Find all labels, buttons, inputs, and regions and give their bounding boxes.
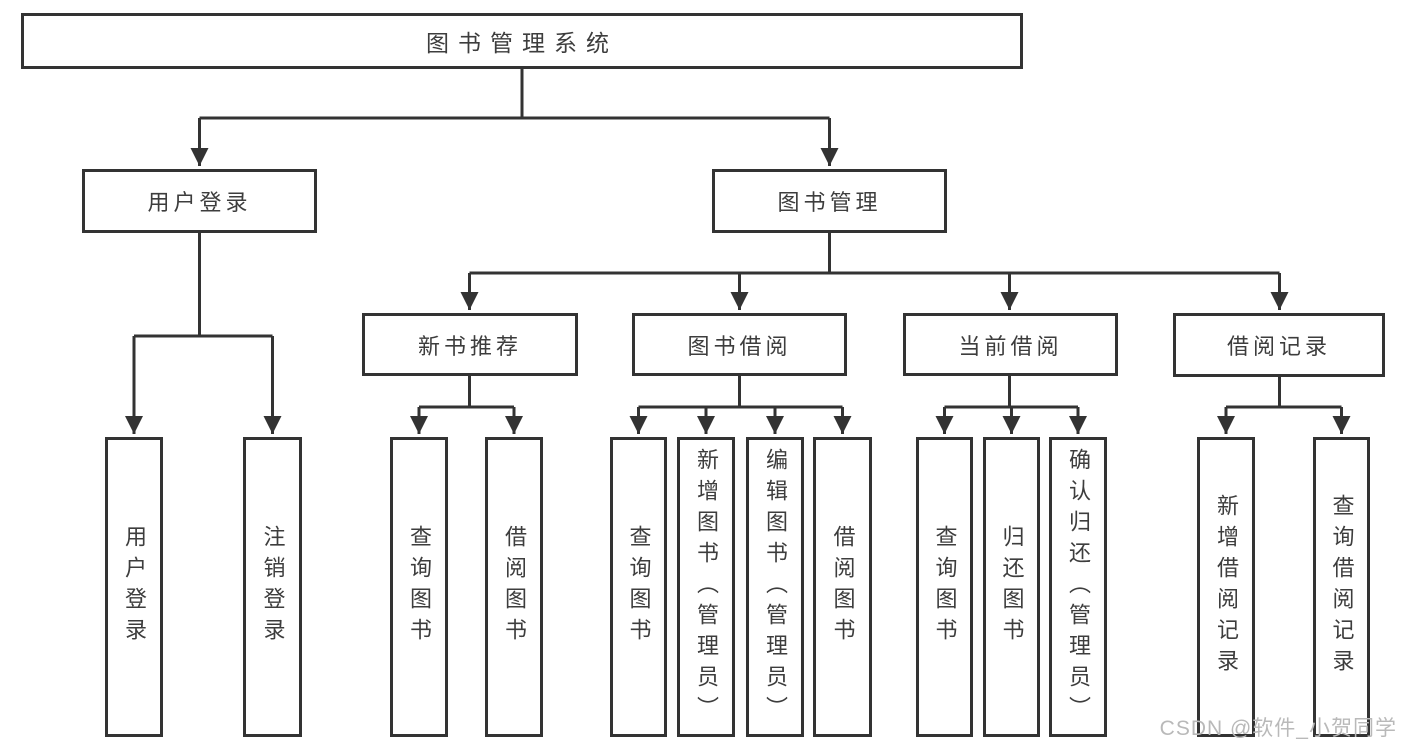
leaf-borrow-books-recommend: 借阅图书 <box>485 437 543 737</box>
connector-book-borrow-group <box>629 376 852 434</box>
leaf-add-books-admin: 新增图书（管理员） <box>677 437 735 737</box>
connector-borrow-records-group <box>1217 376 1351 434</box>
leaf-edit-books-admin: 编辑图书（管理员） <box>746 437 804 737</box>
connector-user-login-branch <box>125 233 282 434</box>
leaf-borrow-books: 借阅图书 <box>813 437 872 737</box>
leaf-add-borrow-record: 新增借阅记录 <box>1197 437 1255 737</box>
node-current-borrow: 当前借阅 <box>903 313 1118 376</box>
leaf-logout-login: 注销登录 <box>243 437 302 737</box>
connector-new-book-group <box>410 376 523 434</box>
node-user-login-branch: 用户登录 <box>82 169 317 233</box>
leaf-confirm-return-admin: 确认归还（管理员） <box>1049 437 1107 737</box>
node-book-borrow: 图书借阅 <box>632 313 847 376</box>
connector-root <box>190 69 839 166</box>
node-book-management-branch: 图书管理 <box>712 169 947 233</box>
node-new-book-recommend: 新书推荐 <box>362 313 578 376</box>
connector-current-borrow-group <box>935 376 1087 434</box>
node-borrow-records: 借阅记录 <box>1173 313 1385 377</box>
csdn-watermark: CSDN @软件_小贺同学 <box>1159 717 1397 740</box>
leaf-return-books: 归还图书 <box>983 437 1040 737</box>
node-root-system: 图书管理系统 <box>21 13 1023 69</box>
leaf-query-books-borrow: 查询图书 <box>610 437 667 737</box>
leaf-query-borrow-record: 查询借阅记录 <box>1313 437 1370 737</box>
leaf-query-books-current: 查询图书 <box>916 437 973 737</box>
leaf-user-login: 用户登录 <box>105 437 163 737</box>
connector-book-management-branch <box>460 233 1289 310</box>
leaf-query-books-recommend: 查询图书 <box>390 437 448 737</box>
